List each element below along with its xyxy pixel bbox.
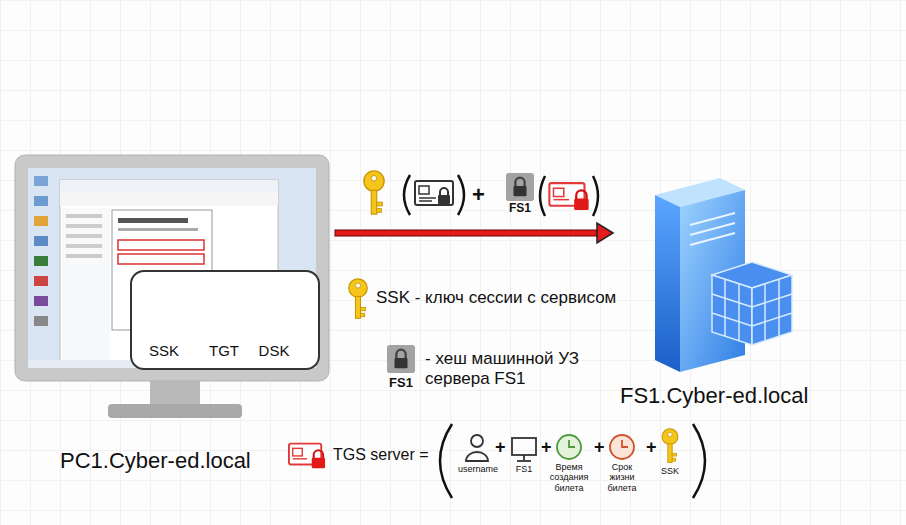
- plus-sign: +: [541, 437, 552, 458]
- account-label: FS1: [385, 376, 417, 391]
- host-name: PC1.Cyber-ed.local: [60, 448, 251, 473]
- plus-sign: +: [495, 437, 506, 458]
- request-arrow: [335, 223, 613, 243]
- plus-sign: +: [594, 437, 605, 458]
- host-name: FS1.Cyber-ed.local: [620, 383, 808, 408]
- field-label: username: [456, 464, 500, 474]
- plus-sign: +: [472, 182, 485, 207]
- key-label: TGT: [197, 342, 251, 359]
- field-label: Срок жизни билета: [598, 462, 646, 493]
- plus-sign: +: [646, 437, 657, 458]
- field-label: SSK: [654, 466, 686, 476]
- field-label: Время создания билета: [545, 462, 593, 493]
- formula-name: TGS server =: [333, 446, 429, 464]
- pc-monitor: [15, 155, 329, 418]
- account-label: FS1: [505, 202, 535, 216]
- legend-text: - хеш машинной УЗ сервера FS1: [425, 349, 615, 388]
- server-icon: [655, 178, 792, 372]
- pc-node: PC1.Cyber-ed.local SSK TGTDSK: [15, 155, 333, 480]
- server-node: FS1.Cyber-ed.local: [615, 170, 845, 415]
- legend-text: SSK - ключ сессии с сервисом: [376, 288, 616, 308]
- message-icons: [364, 171, 598, 216]
- key-label: DSK: [247, 342, 301, 359]
- key-label: SSK: [137, 342, 191, 359]
- field-label: FS1: [508, 464, 540, 474]
- key-store-box: SSK TGTDSK: [130, 270, 320, 370]
- formula-icons: [289, 424, 705, 498]
